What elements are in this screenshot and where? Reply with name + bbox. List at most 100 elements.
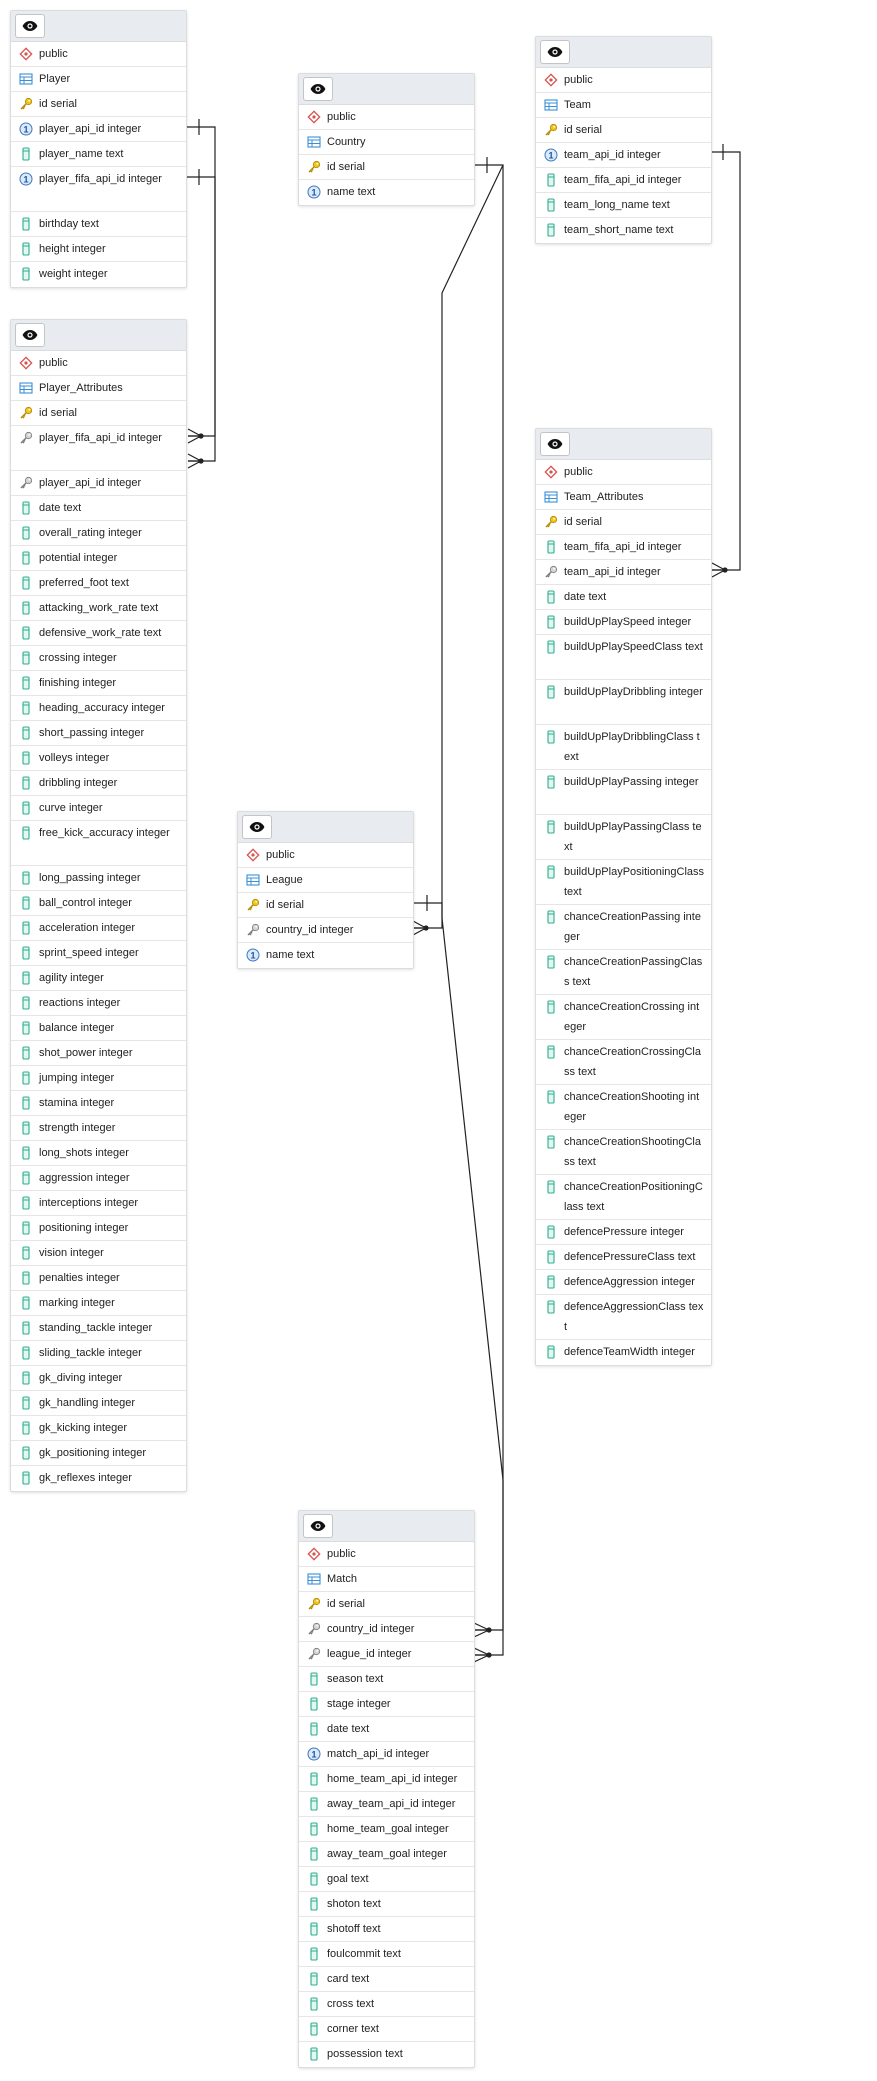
column-row[interactable]: agility integer — [11, 966, 186, 991]
column-row[interactable]: ball_control integer — [11, 891, 186, 916]
column-row[interactable]: id serial — [299, 155, 474, 180]
column-row[interactable]: player_name text — [11, 142, 186, 167]
column-row[interactable]: league_id integer — [299, 1642, 474, 1667]
column-row[interactable]: chanceCreationPassing integer — [536, 905, 711, 950]
column-row[interactable]: finishing integer — [11, 671, 186, 696]
column-row[interactable]: preferred_foot text — [11, 571, 186, 596]
column-row[interactable]: chanceCreationCrossingClass text — [536, 1040, 711, 1085]
column-row[interactable]: balance integer — [11, 1016, 186, 1041]
column-row[interactable]: jumping integer — [11, 1066, 186, 1091]
column-row[interactable]: sprint_speed integer — [11, 941, 186, 966]
column-row[interactable]: strength integer — [11, 1116, 186, 1141]
column-row[interactable]: potential integer — [11, 546, 186, 571]
column-row[interactable]: penalties integer — [11, 1266, 186, 1291]
column-row[interactable]: defencePressure integer — [536, 1220, 711, 1245]
column-row[interactable]: birthday text — [11, 212, 186, 237]
column-row[interactable]: stamina integer — [11, 1091, 186, 1116]
column-row[interactable]: buildUpPlaySpeedClass text — [536, 635, 711, 680]
column-row[interactable]: defensive_work_rate text — [11, 621, 186, 646]
column-row[interactable]: chanceCreationShootingClass text — [536, 1130, 711, 1175]
column-row[interactable]: gk_reflexes integer — [11, 1466, 186, 1491]
column-row[interactable]: defenceAggression integer — [536, 1270, 711, 1295]
column-row[interactable]: gk_kicking integer — [11, 1416, 186, 1441]
column-row[interactable]: cross text — [299, 1992, 474, 2017]
column-row[interactable]: buildUpPlayPositioningClass text — [536, 860, 711, 905]
column-row[interactable]: defencePressureClass text — [536, 1245, 711, 1270]
column-row[interactable]: id serial — [536, 118, 711, 143]
column-row[interactable]: defenceTeamWidth integer — [536, 1340, 711, 1365]
column-row[interactable]: possession text — [299, 2042, 474, 2067]
eye-icon[interactable] — [242, 815, 272, 839]
column-row[interactable]: away_team_api_id integer — [299, 1792, 474, 1817]
column-row[interactable]: reactions integer — [11, 991, 186, 1016]
column-row[interactable]: player_fifa_api_id integer — [11, 426, 186, 471]
column-row[interactable]: id serial — [11, 401, 186, 426]
column-row[interactable]: team_fifa_api_id integer — [536, 168, 711, 193]
column-row[interactable]: shoton text — [299, 1892, 474, 1917]
column-row[interactable]: gk_handling integer — [11, 1391, 186, 1416]
column-row[interactable]: free_kick_accuracy integer — [11, 821, 186, 866]
column-row[interactable]: short_passing integer — [11, 721, 186, 746]
column-row[interactable]: long_shots integer — [11, 1141, 186, 1166]
column-row[interactable]: chanceCreationPassingClass text — [536, 950, 711, 995]
column-row[interactable]: buildUpPlayDribblingClass text — [536, 725, 711, 770]
column-row[interactable]: heading_accuracy integer — [11, 696, 186, 721]
column-row[interactable]: long_passing integer — [11, 866, 186, 891]
column-row[interactable]: buildUpPlayPassing integer — [536, 770, 711, 815]
column-row[interactable]: overall_rating integer — [11, 521, 186, 546]
column-row[interactable]: chanceCreationShooting integer — [536, 1085, 711, 1130]
column-row[interactable]: season text — [299, 1667, 474, 1692]
column-row[interactable]: team_long_name text — [536, 193, 711, 218]
column-row[interactable]: defenceAggressionClass text — [536, 1295, 711, 1340]
column-row[interactable]: date text — [536, 585, 711, 610]
column-row[interactable]: acceleration integer — [11, 916, 186, 941]
column-row[interactable]: home_team_goal integer — [299, 1817, 474, 1842]
column-row[interactable]: id serial — [299, 1592, 474, 1617]
column-row[interactable]: aggression integer — [11, 1166, 186, 1191]
column-row[interactable]: weight integer — [11, 262, 186, 287]
column-row[interactable]: crossing integer — [11, 646, 186, 671]
column-row[interactable]: marking integer — [11, 1291, 186, 1316]
column-row[interactable]: foulcommit text — [299, 1942, 474, 1967]
column-row[interactable]: sliding_tackle integer — [11, 1341, 186, 1366]
column-row[interactable]: id serial — [11, 92, 186, 117]
column-row[interactable]: gk_positioning integer — [11, 1441, 186, 1466]
column-row[interactable]: positioning integer — [11, 1216, 186, 1241]
column-row[interactable]: country_id integer — [238, 918, 413, 943]
column-row[interactable]: shotoff text — [299, 1917, 474, 1942]
eye-icon[interactable] — [15, 14, 45, 38]
column-row[interactable]: id serial — [238, 893, 413, 918]
eye-icon[interactable] — [540, 432, 570, 456]
eye-icon[interactable] — [15, 323, 45, 347]
column-row[interactable]: player_api_id integer — [11, 471, 186, 496]
column-row[interactable]: interceptions integer — [11, 1191, 186, 1216]
column-row[interactable]: dribbling integer — [11, 771, 186, 796]
column-row[interactable]: chanceCreationPositioningClass text — [536, 1175, 711, 1220]
column-row[interactable]: buildUpPlaySpeed integer — [536, 610, 711, 635]
column-row[interactable]: date text — [11, 496, 186, 521]
column-row[interactable]: team_fifa_api_id integer — [536, 535, 711, 560]
eye-icon[interactable] — [303, 1514, 333, 1538]
column-row[interactable]: buildUpPlayPassingClass text — [536, 815, 711, 860]
eye-icon[interactable] — [303, 77, 333, 101]
column-row[interactable]: shot_power integer — [11, 1041, 186, 1066]
column-row[interactable]: buildUpPlayDribbling integer — [536, 680, 711, 725]
column-row[interactable]: height integer — [11, 237, 186, 262]
column-row[interactable]: chanceCreationCrossing integer — [536, 995, 711, 1040]
column-row[interactable]: attacking_work_rate text — [11, 596, 186, 621]
column-row[interactable]: gk_diving integer — [11, 1366, 186, 1391]
column-row[interactable]: date text — [299, 1717, 474, 1742]
column-row[interactable]: id serial — [536, 510, 711, 535]
